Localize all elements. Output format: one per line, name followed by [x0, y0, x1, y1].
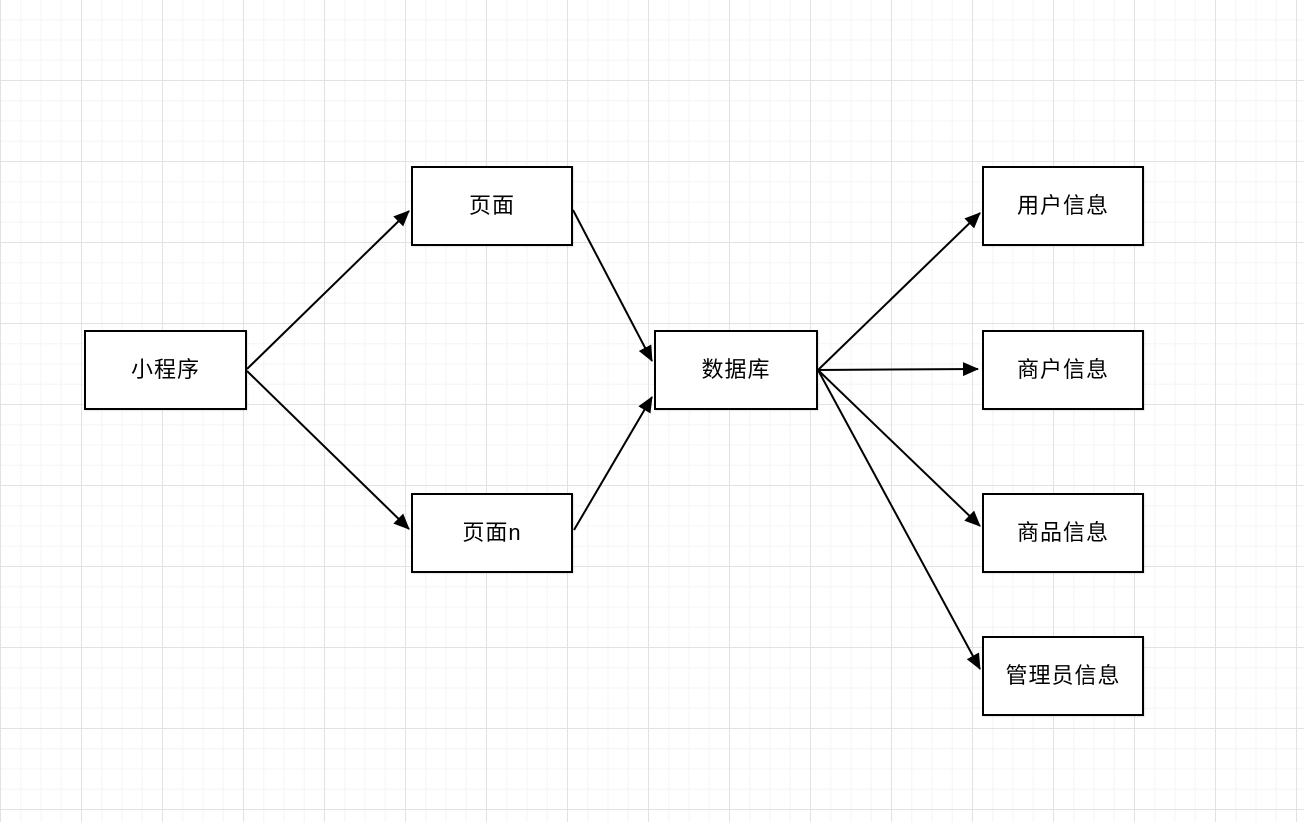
node-admin-info[interactable]: 管理员信息	[982, 636, 1144, 716]
node-merchant-info-label: 商户信息	[1016, 357, 1109, 382]
node-page-label: 页面	[468, 193, 515, 218]
edge-miniprogram-page[interactable]	[246, 210, 410, 370]
node-admin-info-label: 管理员信息	[1005, 663, 1121, 688]
edge-page-database[interactable]	[572, 209, 653, 362]
edge-database-user-info[interactable]	[817, 212, 981, 371]
node-user-info-label: 用户信息	[1016, 193, 1109, 218]
node-page-n-label: 页面n	[462, 520, 522, 545]
edge-page-n-database[interactable]	[573, 396, 653, 531]
node-page-n[interactable]: 页面n	[411, 493, 573, 573]
node-miniprogram-label: 小程序	[130, 357, 200, 382]
node-database-label: 数据库	[701, 357, 771, 382]
edge-database-merchant-info[interactable]	[817, 362, 979, 377]
node-user-info[interactable]: 用户信息	[982, 166, 1144, 246]
node-database[interactable]: 数据库	[654, 330, 818, 410]
node-product-info-label: 商品信息	[1016, 520, 1109, 545]
node-merchant-info[interactable]: 商户信息	[982, 330, 1144, 410]
edge-database-admin-info[interactable]	[817, 369, 981, 670]
node-product-info[interactable]: 商品信息	[982, 493, 1144, 573]
node-page[interactable]: 页面	[411, 166, 573, 246]
edge-database-product-info[interactable]	[817, 369, 981, 527]
node-miniprogram[interactable]: 小程序	[84, 330, 247, 410]
edge-miniprogram-page-n[interactable]	[246, 370, 410, 530]
